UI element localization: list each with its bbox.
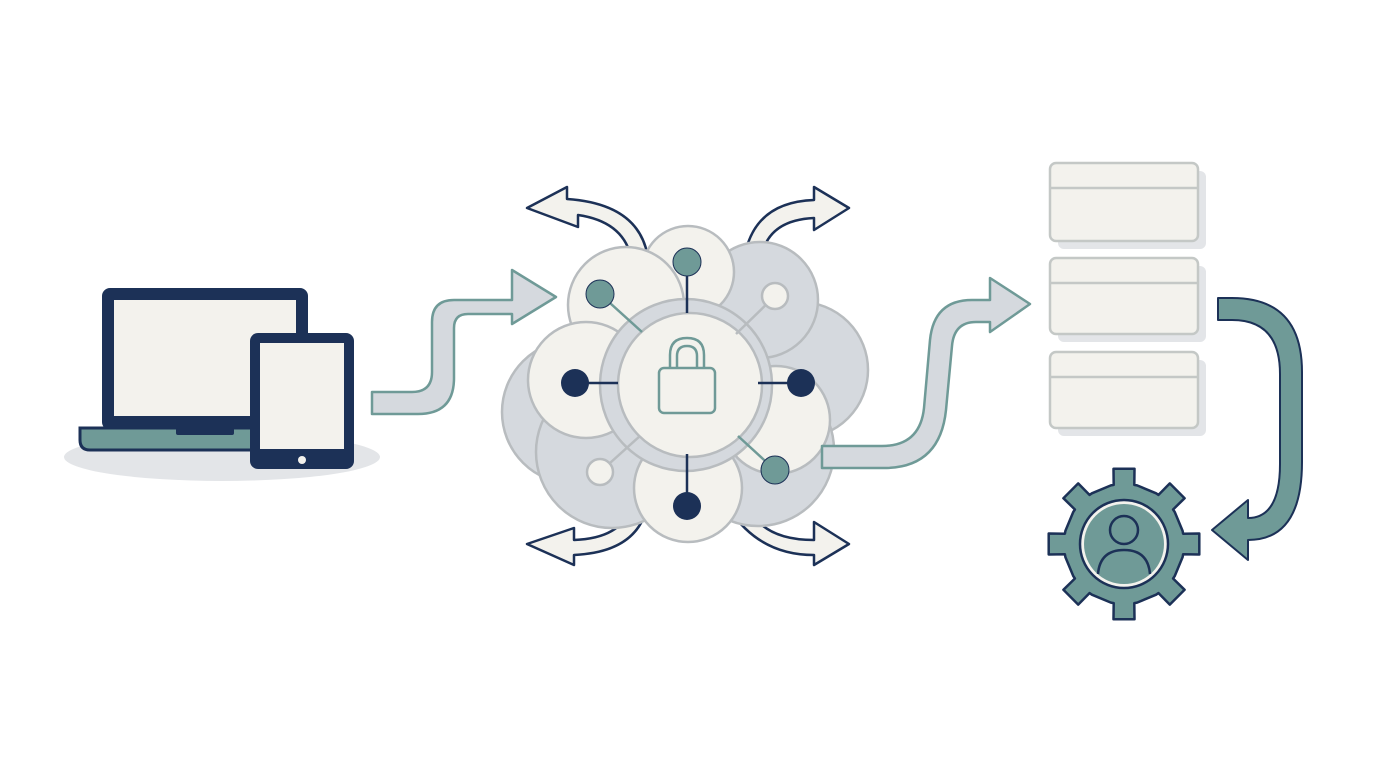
arrow-devices-to-cloud — [370, 268, 558, 416]
node-left — [561, 369, 589, 397]
lock-icon — [657, 336, 717, 415]
user-icon — [1084, 504, 1164, 584]
stacked-records-icon — [1048, 161, 1206, 436]
cloud-lock-icon — [500, 185, 870, 567]
node-bottom — [673, 492, 701, 520]
cloud-nodes — [561, 247, 815, 520]
tablet-display — [260, 343, 344, 449]
node-upper-left — [585, 279, 615, 309]
laptop-notch — [176, 428, 234, 435]
node-lower-right — [760, 455, 790, 485]
arrow-cloud-to-storage — [820, 276, 1032, 470]
node-lower-left — [585, 457, 615, 487]
laptop-tablet-icon — [64, 288, 380, 481]
gear-user-icon — [1047, 467, 1201, 621]
record-2 — [1048, 256, 1206, 342]
record-3 — [1048, 350, 1206, 436]
arrow-out-top-left — [525, 185, 650, 264]
node-upper-right — [760, 281, 790, 311]
tablet-home-button — [298, 456, 306, 464]
node-top — [672, 247, 702, 277]
record-1 — [1048, 161, 1206, 249]
arrow-out-top-right — [744, 185, 851, 256]
arrow-storage-to-gear — [1211, 297, 1303, 561]
node-right — [787, 369, 815, 397]
